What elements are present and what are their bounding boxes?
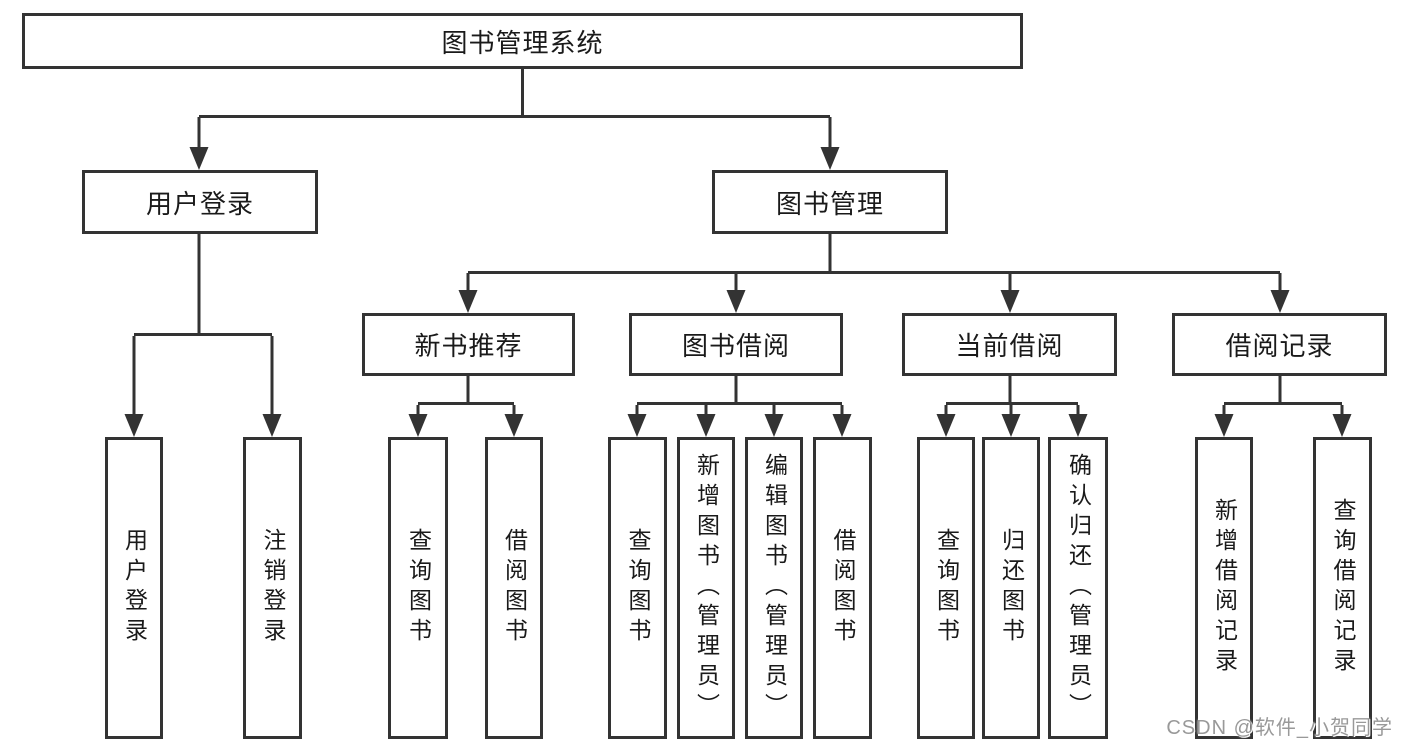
arrowhead [936,414,956,437]
node-label: 确认归还（管理员） [1065,453,1092,723]
node-label: 查询借阅记录 [1330,498,1356,678]
node-leaf-user-login: 用户登录 [105,437,163,739]
node-leaf-cb-confirm-return: 确认归还（管理员） [1048,437,1108,739]
arrowhead [1270,290,1290,313]
arrowhead [408,414,428,437]
node-leaf-bb-borrow-book: 借阅图书 [813,437,872,739]
node-leaf-logout: 注销登录 [243,437,302,739]
node-leaf-cb-query-book: 查询图书 [917,437,975,739]
connector-borrow-records-branch [1222,376,1344,417]
arrowhead [1000,290,1020,313]
arrowhead [820,147,840,170]
connector-new-book-branch [416,376,516,417]
node-leaf-br-query-record: 查询借阅记录 [1313,437,1372,739]
node-label: 注销登录 [260,528,286,648]
node-label: 新增图书（管理员） [693,453,720,723]
arrowhead [262,414,282,437]
connector-current-borrow-branch [944,376,1080,417]
node-leaf-bb-edit-book: 编辑图书（管理员） [745,437,803,739]
arrowhead [1332,414,1352,437]
node-label: 编辑图书（管理员） [761,453,788,723]
arrowhead [458,290,478,313]
arrowhead [627,414,647,437]
arrowhead [1068,414,1088,437]
connector-book-management-branch [466,233,1282,293]
arrowhead [764,414,784,437]
node-label: 借阅图书 [501,528,528,648]
node-label: 借阅图书 [830,528,856,648]
connector-root-branch [197,69,832,150]
node-root: 图书管理系统 [22,13,1023,69]
node-leaf-bb-add-book: 新增图书（管理员） [677,437,735,739]
node-new-book-recommend: 新书推荐 [362,313,575,376]
connector-user-login-branch [132,233,274,417]
node-label: 新增借阅记录 [1211,498,1238,678]
node-leaf-nb-query-book: 查询图书 [388,437,448,739]
arrowhead [504,414,524,437]
node-leaf-cb-return-book: 归还图书 [982,437,1040,739]
node-label: 查询图书 [405,528,432,648]
arrowhead [1214,414,1234,437]
node-leaf-br-add-record: 新增借阅记录 [1195,437,1253,739]
node-label: 查询图书 [625,528,651,648]
arrowhead [189,147,209,170]
connector-book-borrow-branch [635,376,844,417]
node-label: 用户登录 [121,528,148,648]
arrowhead [124,414,144,437]
node-user-login: 用户登录 [82,170,318,234]
node-label: 归还图书 [998,528,1025,648]
arrowhead [726,290,746,313]
node-current-borrow: 当前借阅 [902,313,1117,376]
node-borrow-records: 借阅记录 [1172,313,1387,376]
arrowhead [1001,414,1021,437]
node-label: 查询图书 [933,528,960,648]
node-book-management: 图书管理 [712,170,948,234]
arrowhead [832,414,852,437]
watermark: CSDN @软件_小贺同学 [1166,717,1393,739]
node-leaf-bb-query-book: 查询图书 [608,437,667,739]
arrowhead [696,414,716,437]
node-leaf-nb-borrow-book: 借阅图书 [485,437,543,739]
node-book-borrow: 图书借阅 [629,313,843,376]
